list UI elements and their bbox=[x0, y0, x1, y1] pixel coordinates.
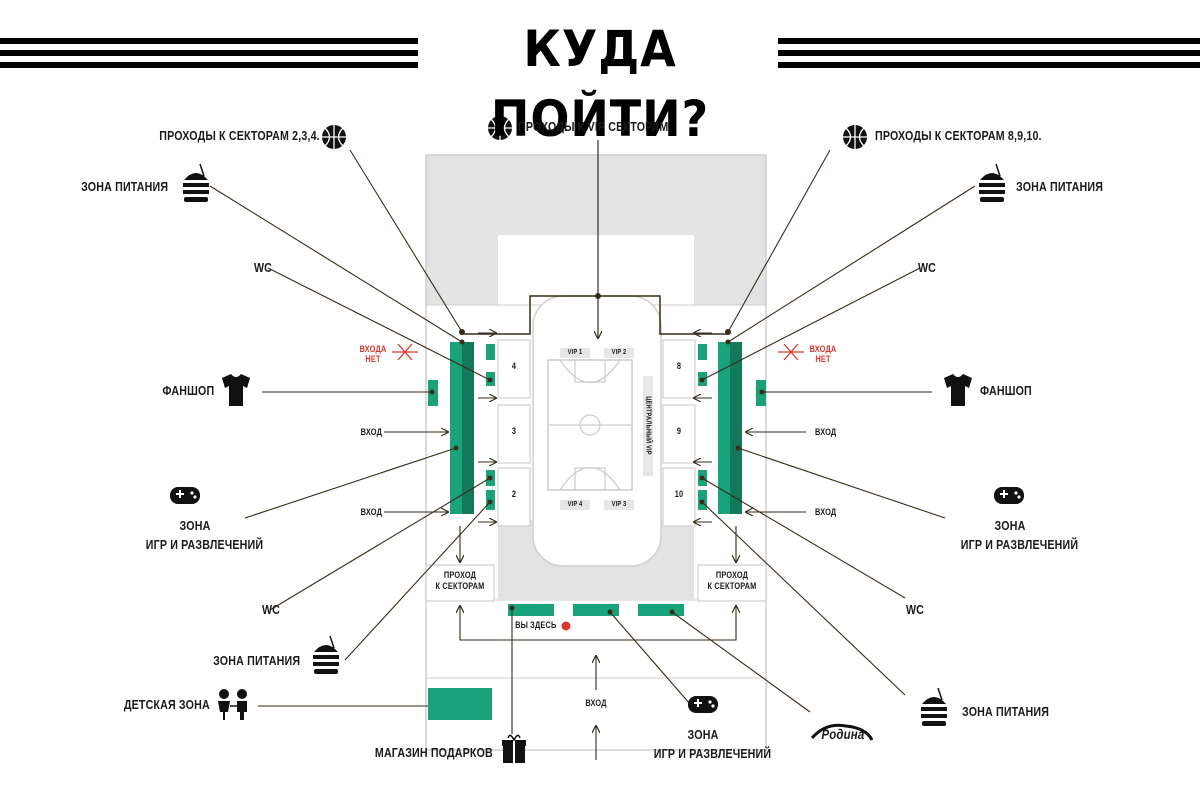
label-passages-vip: ПРОХОДЫ К VIP СЕКТОРАМ bbox=[518, 119, 669, 134]
burger-icon bbox=[921, 687, 947, 726]
no-entry-line2: НЕТ bbox=[815, 354, 831, 364]
label-gift-shop: МАГАЗИН ПОДАРКОВ bbox=[375, 745, 493, 760]
label-games-right: ЗОНА ИГР И РАЗВЛЕЧЕНИЙ bbox=[960, 516, 1079, 554]
burger-icon bbox=[979, 163, 1005, 202]
label-food-zone-top-right: ЗОНА ПИТАНИЯ bbox=[1016, 179, 1104, 194]
sector-4: 4 bbox=[511, 361, 517, 371]
label-fanshop-left: ФАНШОП bbox=[162, 383, 214, 398]
games-line1: ЗОНА bbox=[994, 518, 1026, 533]
passage-line2: К СЕКТОРАМ bbox=[707, 581, 757, 591]
label-passages-2-3-4: ПРОХОДЫ К СЕКТОРАМ 2,3,4. bbox=[159, 128, 320, 143]
gift-icon bbox=[502, 734, 526, 763]
burger-icon bbox=[183, 163, 209, 202]
sector-8: 8 bbox=[676, 361, 682, 371]
brand-logo-text: Родина bbox=[821, 726, 865, 742]
sector-boxes bbox=[425, 339, 767, 602]
label-food-zone-bottom-left: ЗОНА ПИТАНИЯ bbox=[212, 653, 300, 668]
games-line2: ИГР И РАЗВЛЕЧЕНИЙ bbox=[653, 746, 772, 761]
label-entrance-right-upper: ВХОД bbox=[815, 427, 837, 437]
leader-dots bbox=[429, 293, 765, 615]
passage-line2: К СЕКТОРАМ bbox=[435, 581, 485, 591]
central-vip-label: ЦЕНТРАЛЬНЫЙ VIP bbox=[644, 396, 652, 455]
label-food-zone-bottom-right: ЗОНА ПИТАНИЯ bbox=[962, 704, 1050, 719]
label-wc-bottom-right: WC bbox=[905, 602, 925, 617]
label-passage-right: ПРОХОД К СЕКТОРАМ bbox=[704, 570, 760, 592]
label-entrance-right-lower: ВХОД bbox=[815, 507, 837, 517]
label-games-left: ЗОНА ИГР И РАЗВЛЕЧЕНИЙ bbox=[145, 516, 264, 554]
leader-lines bbox=[209, 149, 976, 734]
you-are-here-dot bbox=[561, 621, 571, 631]
passage-line1: ПРОХОД bbox=[715, 570, 749, 580]
label-passage-left: ПРОХОД К СЕКТОРАМ bbox=[432, 570, 488, 592]
label-passages-8-9-10: ПРОХОДЫ К СЕКТОРАМ 8,9,10. bbox=[875, 128, 1042, 143]
no-entry-line1: ВХОДА bbox=[359, 344, 387, 354]
gamepad-icon bbox=[994, 487, 1024, 504]
games-line2: ИГР И РАЗВЛЕЧЕНИЙ bbox=[960, 537, 1079, 552]
sector-10: 10 bbox=[674, 489, 684, 499]
label-entrance-bottom: ВХОД bbox=[585, 698, 607, 708]
sector-3: 3 bbox=[511, 426, 517, 436]
passage-line1: ПРОХОД bbox=[443, 570, 477, 580]
vip-box-2: VIP 2 bbox=[611, 349, 627, 356]
label-no-entry-right: ВХОДА НЕТ bbox=[809, 344, 837, 364]
page-title: КУДА ПОЙТИ? bbox=[490, 20, 710, 148]
burger-icon bbox=[313, 635, 339, 674]
label-wc-bottom-left: WC bbox=[261, 602, 281, 617]
entrance-arrows bbox=[384, 333, 806, 760]
header-stripes-right bbox=[778, 38, 1200, 68]
label-entrance-left-lower: ВХОД bbox=[360, 507, 382, 517]
vip-box-1: VIP 1 bbox=[567, 349, 583, 356]
kids-icon bbox=[218, 689, 247, 720]
basketball-icon bbox=[488, 116, 512, 140]
brand-logo bbox=[810, 723, 874, 741]
games-line1: ЗОНА bbox=[179, 518, 211, 533]
arena-bowl bbox=[532, 295, 662, 567]
label-kids-zone: ДЕТСКАЯ ЗОНА bbox=[124, 697, 210, 712]
label-you-are-here: ВЫ ЗДЕСЬ bbox=[514, 620, 556, 630]
tshirt-icon bbox=[222, 374, 250, 406]
label-games-bottom: ЗОНА ИГР И РАЗВЛЕЧЕНИЙ bbox=[653, 725, 772, 763]
tshirt-icon bbox=[944, 374, 972, 406]
label-food-zone-top-left: ЗОНА ПИТАНИЯ bbox=[80, 179, 168, 194]
label-no-entry-left: ВХОДА НЕТ bbox=[359, 344, 387, 364]
label-entrance-left-upper: ВХОД bbox=[360, 427, 382, 437]
vip-box-3: VIP 3 bbox=[611, 501, 627, 508]
basketball-icon bbox=[322, 125, 346, 149]
gamepad-icon bbox=[688, 696, 718, 713]
basketball-icon bbox=[843, 125, 867, 149]
label-wc-top-right: WC bbox=[917, 260, 937, 275]
vip-box-4: VIP 4 bbox=[567, 501, 583, 508]
label-wc-top-left: WC bbox=[253, 260, 273, 275]
label-fanshop-right: ФАНШОП bbox=[980, 383, 1032, 398]
no-entry-line2: НЕТ bbox=[365, 354, 381, 364]
games-line2: ИГР И РАЗВЛЕЧЕНИЙ bbox=[145, 537, 264, 552]
games-line1: ЗОНА bbox=[687, 727, 719, 742]
header-stripes-left bbox=[0, 38, 418, 68]
crossed-arrow-icon bbox=[392, 343, 804, 361]
gamepad-icon bbox=[170, 487, 200, 504]
sector-9: 9 bbox=[676, 426, 682, 436]
no-entry-line1: ВХОДА bbox=[809, 344, 837, 354]
sector-2: 2 bbox=[511, 489, 517, 499]
